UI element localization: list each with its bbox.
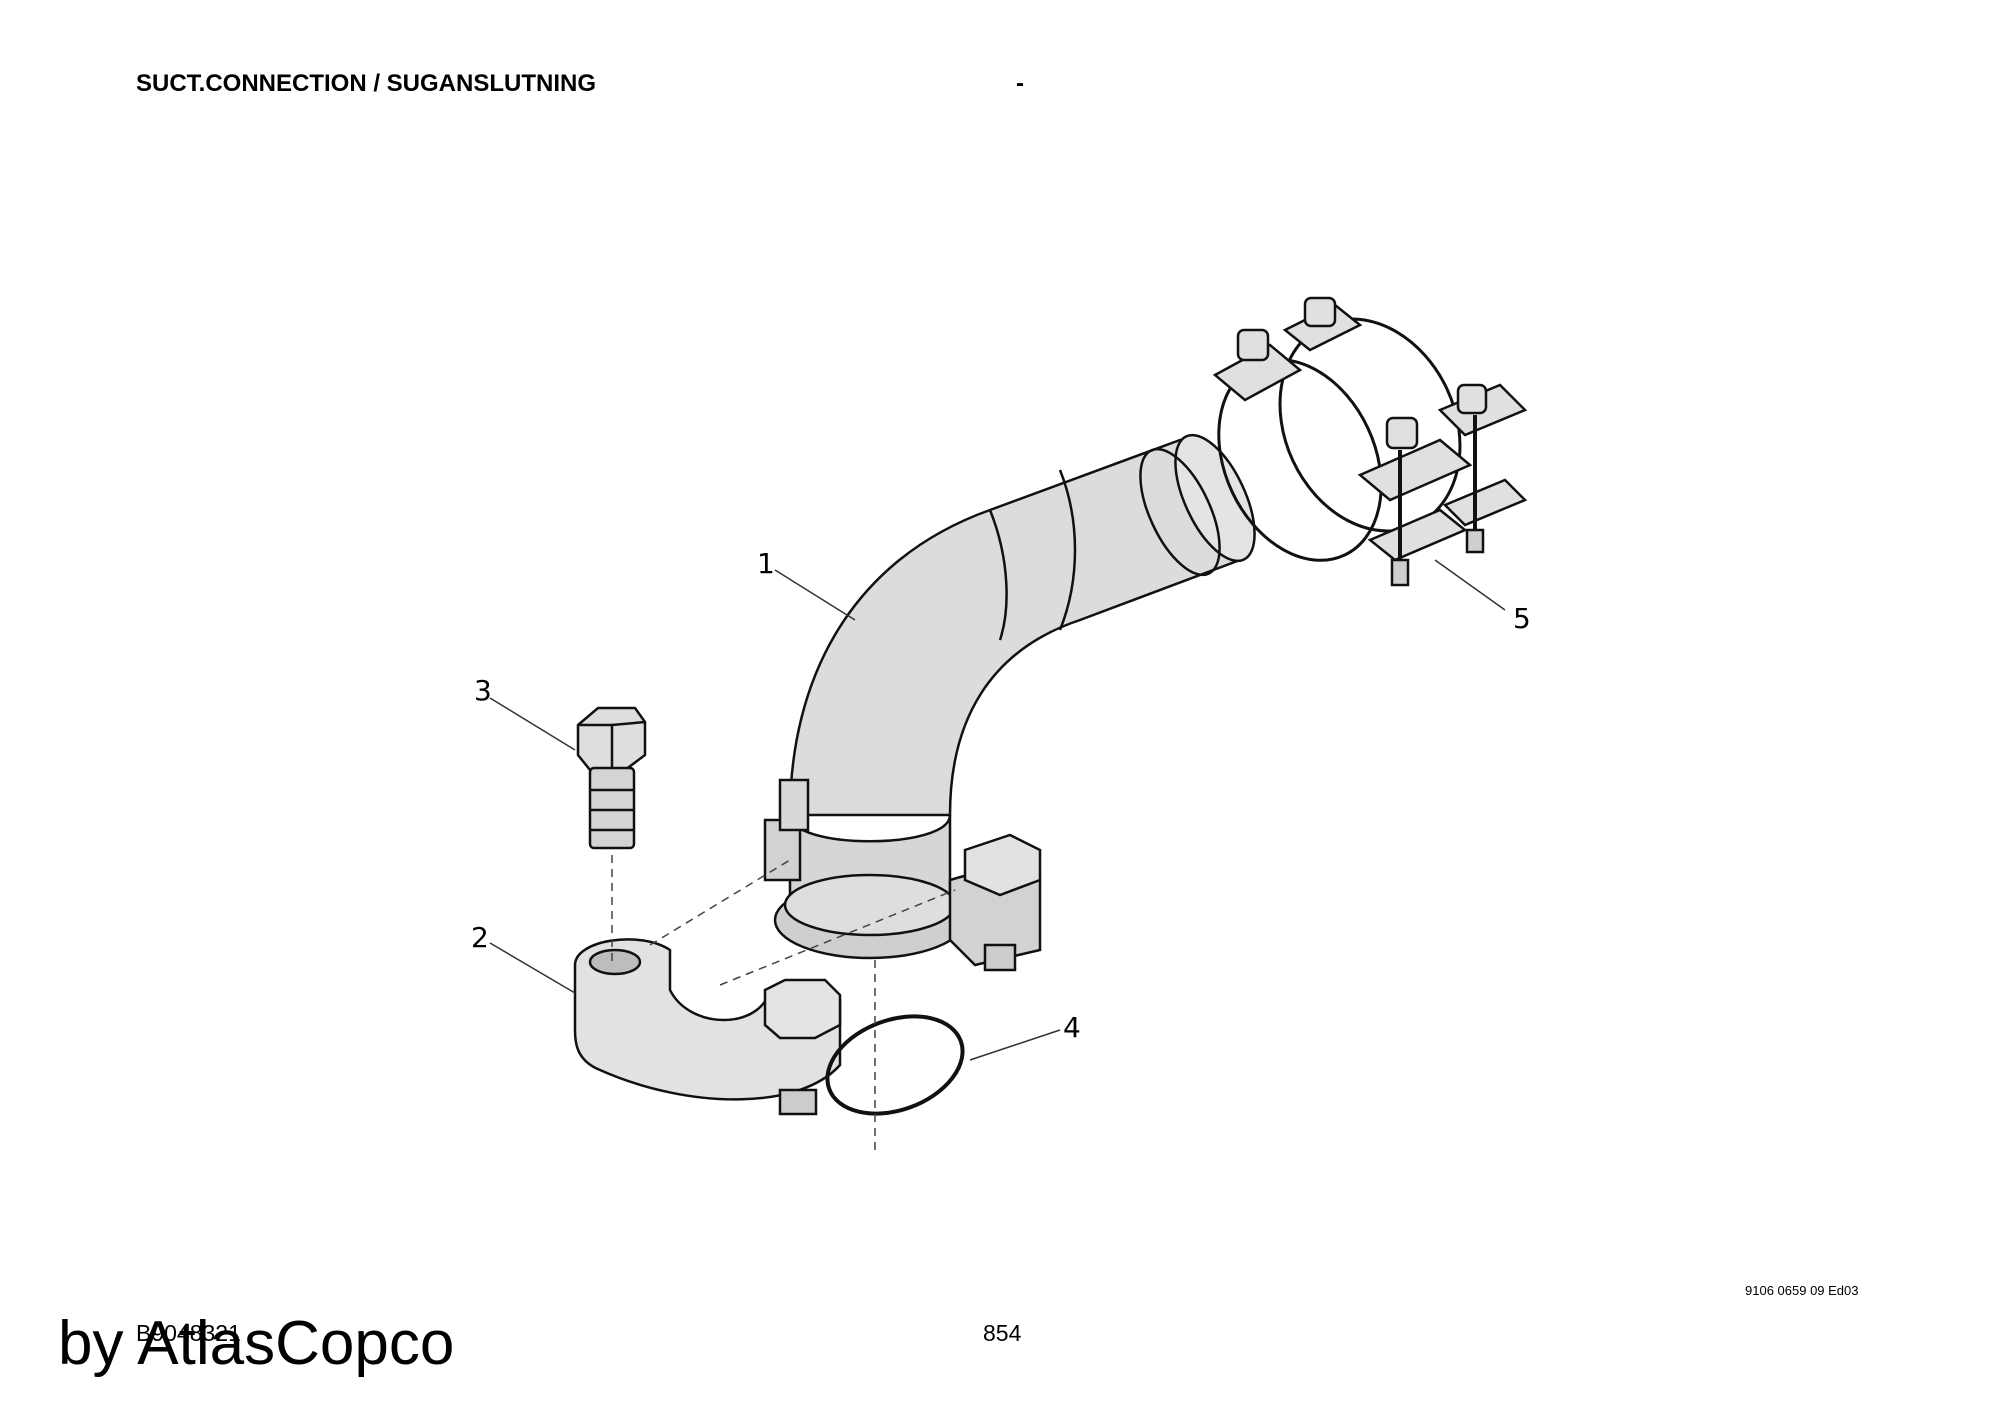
header-dash: - [1016,70,1024,97]
suction-elbow-pipe [763,433,1256,972]
assembly-guide-lines [611,855,956,1150]
leader-lines [489,559,1506,1061]
hex-bolt [576,706,647,850]
callout-5: 5 [1513,602,1531,635]
half-clamp [573,938,842,1116]
band-clamp [1212,296,1528,587]
callout-2: 2 [471,921,489,954]
page-number: 854 [983,1320,1022,1346]
callout-1: 1 [757,547,775,580]
image-id: B9048321 [136,1320,241,1346]
document-reference: 9106 0659 09 Ed03 [1745,1283,1859,1298]
callout-3: 3 [474,674,492,707]
watermark: by AtlasCopco [58,1309,455,1378]
o-ring [825,1014,965,1116]
page-title: SUCT.CONNECTION / SUGANSLUTNING [136,70,597,97]
callout-4: 4 [1063,1011,1081,1044]
